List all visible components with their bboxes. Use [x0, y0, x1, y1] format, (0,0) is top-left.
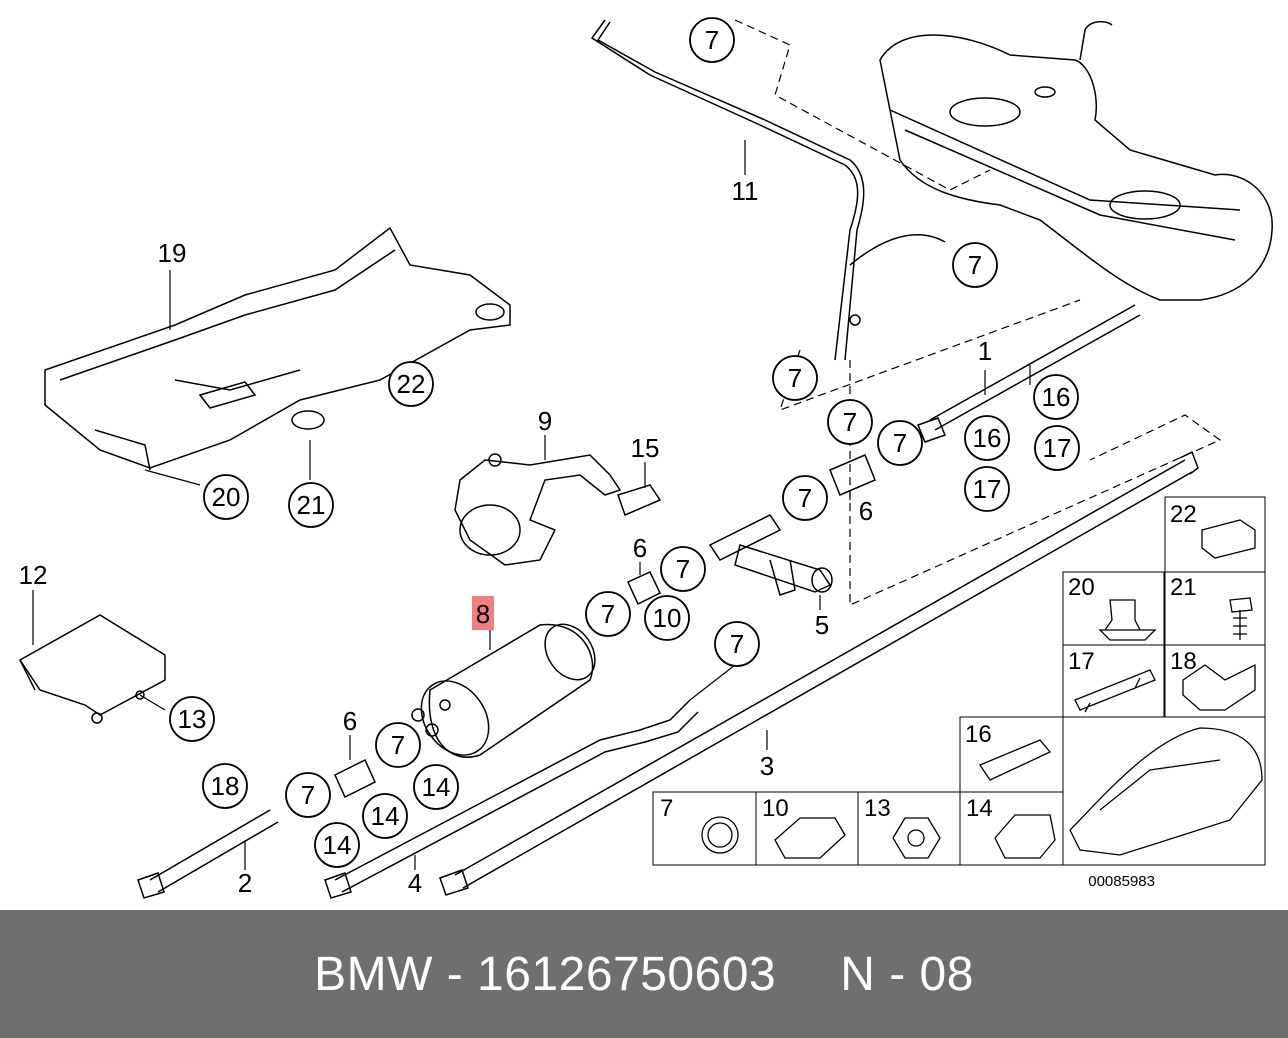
label-2: 2 — [238, 868, 252, 898]
position-code: N - 08 — [840, 947, 974, 1001]
callout-17: 17 — [973, 474, 1002, 504]
dashed-leaders — [734, 19, 1222, 606]
callout-17: 17 — [1043, 433, 1072, 463]
legend-20: 20 — [1068, 574, 1095, 601]
footer-text: BMW - 16126750603 N - 08 — [314, 947, 974, 1002]
diagram-id: 00085983 — [1088, 873, 1155, 890]
callout-circles — [169, 17, 1080, 868]
legend-14: 14 — [966, 795, 993, 822]
label-15: 15 — [631, 433, 660, 463]
callout-7: 7 — [391, 730, 405, 760]
highlight-box — [472, 596, 494, 630]
legend-16: 16 — [965, 721, 992, 748]
leader-lines — [32, 140, 1031, 870]
label-6: 6 — [859, 496, 873, 526]
legend-17: 17 — [1068, 648, 1095, 675]
callout-7: 7 — [601, 599, 615, 629]
callout-21: 21 — [297, 490, 326, 520]
parts-diagram: 7 7 7 7 7 7 7 7 7 7 7 10 14 14 14 18 13 … — [18, 17, 1273, 899]
clip-15 — [617, 484, 662, 517]
callout-13: 13 — [178, 704, 207, 734]
footer-bar: BMW - 16126750603 N - 08 — [0, 910, 1288, 1038]
callout-10: 10 — [653, 603, 682, 633]
heat-shield-19 — [44, 226, 511, 471]
part-number: BMW - 16126750603 — [314, 947, 777, 1001]
hose-clamp-icon — [701, 816, 739, 854]
vehicle-icon — [1069, 727, 1263, 856]
clip-icon — [774, 817, 846, 859]
callout-7: 7 — [705, 25, 719, 55]
double-clip-icon — [1182, 663, 1256, 711]
label-8: 8 — [476, 599, 490, 629]
legend-22: 22 — [1170, 501, 1197, 528]
callout-labels: 7 7 7 7 7 7 7 7 7 7 7 10 14 14 14 18 13 … — [19, 25, 1072, 898]
label-5: 5 — [815, 610, 829, 640]
label-3: 3 — [760, 751, 774, 781]
legend-13: 13 — [864, 795, 891, 822]
label-1: 1 — [978, 336, 992, 366]
legend-21: 21 — [1170, 574, 1197, 601]
callout-7: 7 — [843, 407, 857, 437]
legend-18: 18 — [1170, 648, 1197, 675]
clip-icon — [1201, 519, 1256, 559]
hose-pieces-6 — [334, 454, 876, 799]
nut-icon — [892, 817, 941, 859]
label-11: 11 — [732, 176, 759, 206]
legend-10: 10 — [762, 795, 789, 822]
label-9: 9 — [538, 406, 552, 436]
clamp-clip-icon — [979, 739, 1052, 781]
callout-7: 7 — [788, 363, 802, 393]
legend-icons — [701, 519, 1263, 859]
callout-14: 14 — [323, 830, 352, 860]
fuel-tank — [879, 20, 1273, 301]
callout-20: 20 — [212, 482, 241, 512]
label-6: 6 — [633, 533, 647, 563]
callout-18: 18 — [211, 771, 240, 801]
legend-grid — [652, 496, 1266, 866]
label-6: 6 — [343, 706, 357, 736]
callout-14: 14 — [371, 801, 400, 831]
callout-7: 7 — [893, 428, 907, 458]
callout-7: 7 — [968, 250, 982, 280]
protective-plate-12 — [18, 614, 166, 724]
legend-labels: 22 20 21 17 18 16 7 10 13 14 — [660, 501, 1197, 822]
callout-16: 16 — [1042, 382, 1071, 412]
screw-icon — [1229, 597, 1253, 640]
callout-7: 7 — [798, 483, 812, 513]
label-4: 4 — [408, 868, 422, 898]
holder-icon — [994, 814, 1056, 859]
t-piece-5 — [708, 514, 833, 596]
label-12: 12 — [19, 560, 48, 590]
legend-7: 7 — [660, 795, 673, 822]
callout-16: 16 — [973, 423, 1002, 453]
bracket-icon — [1074, 669, 1156, 713]
pipe-lines — [137, 304, 1199, 899]
callout-7: 7 — [301, 780, 315, 810]
plug-icon — [1098, 599, 1157, 641]
callout-7: 7 — [676, 554, 690, 584]
callout-7: 7 — [730, 629, 744, 659]
label-19: 19 — [158, 238, 187, 268]
callout-22: 22 — [397, 369, 426, 399]
callout-14: 14 — [422, 772, 451, 802]
bracket-9 — [454, 453, 622, 566]
pipe-11 — [590, 19, 946, 361]
fuel-pump-8 — [411, 623, 596, 758]
